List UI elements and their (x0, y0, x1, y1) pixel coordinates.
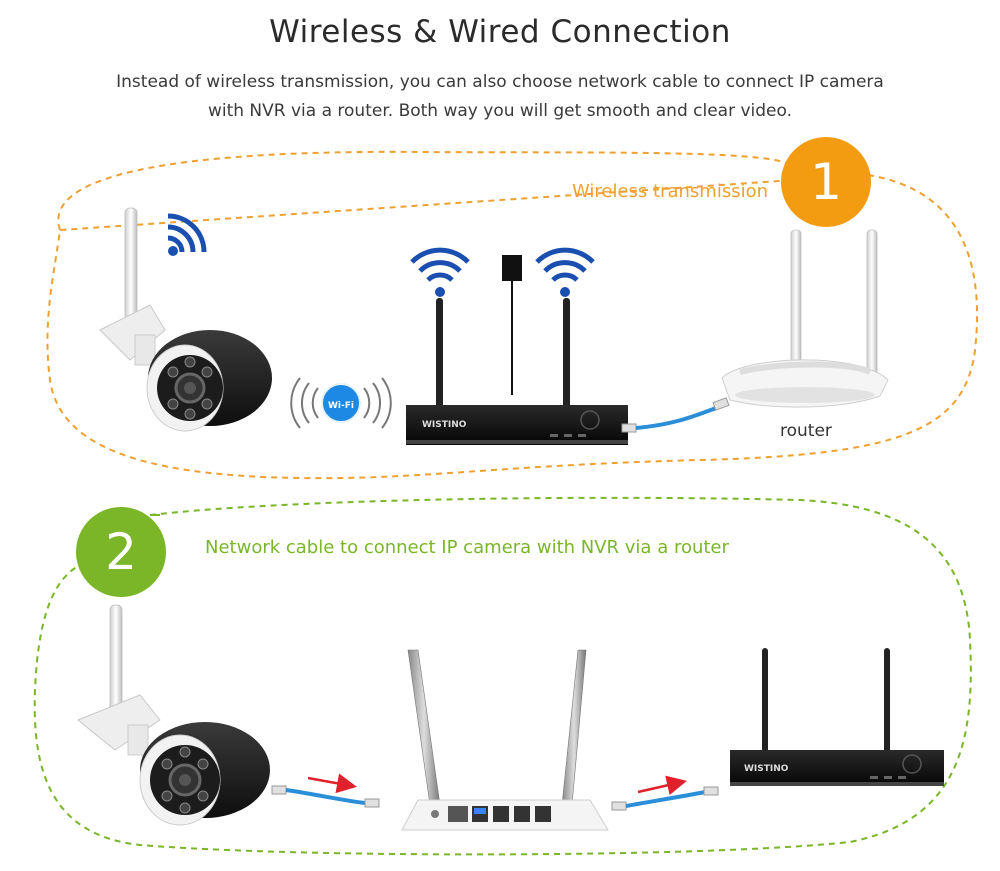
router-1 (721, 229, 889, 408)
page-subtitle: Instead of wireless transmission, you ca… (116, 72, 884, 121)
router-2 (401, 649, 609, 831)
nvr-2: WISTINO (730, 648, 944, 786)
section-1-outline (46, 150, 979, 480)
wireless-camera-2 (77, 604, 270, 826)
section-2-outline (33, 496, 972, 856)
arrow-right-icon (307, 773, 357, 794)
page-title: Wireless & Wired Connection (269, 14, 731, 50)
wireless-transmission-label: Wireless transmission (572, 181, 769, 202)
section-1-badge (781, 137, 871, 227)
arrow-right-icon-2 (637, 775, 687, 796)
wifi-badge-label: Wi-Fi (328, 401, 354, 411)
cable-camera-router (271, 773, 380, 808)
network-cable-label: Network cable to connect IP camera with … (205, 537, 729, 558)
section-1-number: 1 (810, 153, 842, 211)
router-label: router (780, 421, 832, 441)
wifi-signal-icon (167, 213, 207, 256)
nvr-1-brand: WISTINO (422, 420, 467, 430)
cable-router-nvr2 (611, 775, 719, 811)
nvr-1: WISTINO (406, 247, 628, 445)
wireless-camera-1 (99, 207, 272, 432)
nvr-2-brand: WISTINO (744, 764, 789, 774)
cable-nvr1-router (621, 397, 730, 433)
section-2-number: 2 (105, 523, 137, 581)
wifi-badge-icon: Wi-Fi (290, 377, 392, 429)
section-2-badge (76, 507, 166, 597)
